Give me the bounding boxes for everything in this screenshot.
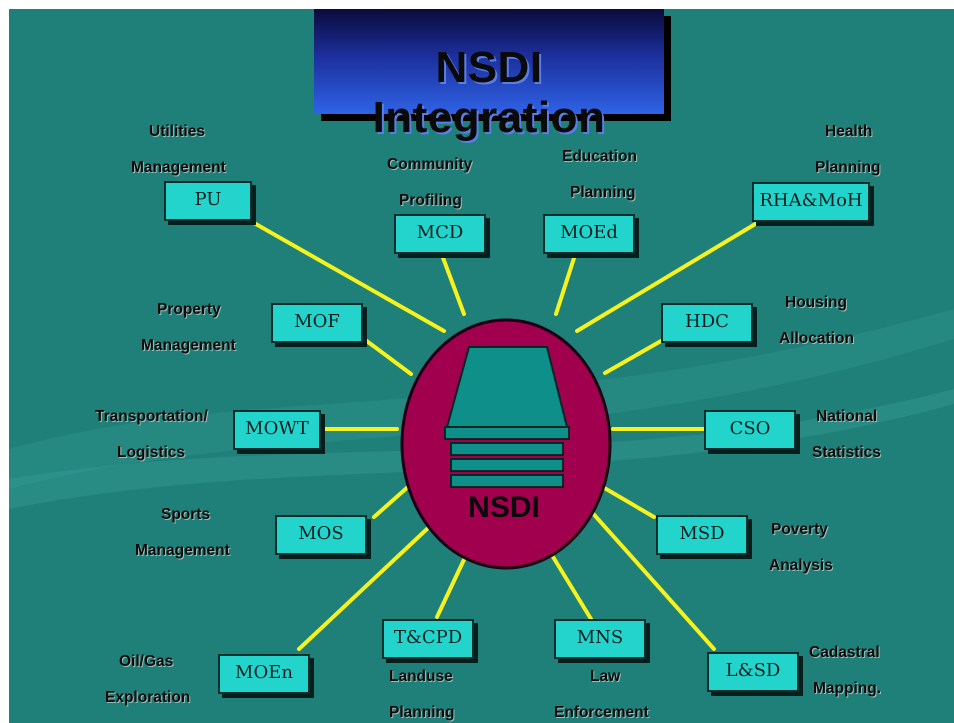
caption-mof: Property Management bbox=[141, 292, 236, 364]
caption-line: Mapping. bbox=[813, 680, 882, 697]
node-msd: MSD bbox=[656, 515, 748, 555]
page-title: NSDI Integration bbox=[372, 43, 606, 142]
node-rha-moh: RHA&MoH bbox=[752, 182, 870, 222]
hub-label: NSDI bbox=[468, 491, 540, 524]
connector-mns bbox=[545, 545, 593, 621]
connector-tcpd bbox=[435, 547, 471, 619]
node-hdc: HDC bbox=[661, 303, 753, 343]
caption-line: Oil/Gas bbox=[119, 653, 174, 670]
caption-hdc: Housing Allocation bbox=[779, 285, 854, 357]
layer-stack-icon bbox=[444, 346, 570, 488]
connector-lines bbox=[252, 221, 759, 651]
caption-line: Management bbox=[141, 337, 236, 354]
caption-line: Housing bbox=[785, 294, 847, 311]
node-pu: PU bbox=[164, 181, 252, 221]
connector-msd bbox=[599, 484, 656, 519]
caption-line: Planning bbox=[389, 704, 455, 721]
caption-mowt: Transportation/ Logistics bbox=[95, 399, 208, 471]
connector-pu bbox=[252, 221, 446, 333]
caption-line: Education bbox=[562, 148, 637, 165]
caption-line: Planning bbox=[815, 159, 881, 176]
caption-line: Statistics bbox=[812, 444, 881, 461]
caption-mns: Law Enforcement bbox=[554, 659, 649, 723]
caption-line: Logistics bbox=[117, 444, 186, 461]
slide: NSDI NSDI Integration PU MCD MOEd RHA&Mo… bbox=[9, 9, 954, 723]
connector-moed bbox=[554, 253, 577, 316]
connector-rha bbox=[575, 221, 759, 333]
caption-line: Law bbox=[590, 668, 621, 685]
caption-tcpd: Landuse Planning bbox=[389, 659, 454, 723]
caption-line: Property bbox=[157, 301, 221, 318]
connector-mof bbox=[362, 337, 413, 376]
caption-line: Allocation bbox=[779, 330, 854, 347]
caption-line: Poverty bbox=[771, 521, 828, 538]
caption-line: National bbox=[816, 408, 878, 425]
caption-line: Community bbox=[387, 156, 473, 173]
caption-line: Profiling bbox=[399, 192, 462, 209]
connector-hdc bbox=[603, 339, 663, 375]
caption-line: Health bbox=[825, 123, 873, 140]
title-banner: NSDI Integration bbox=[314, 9, 664, 142]
node-mof: MOF bbox=[271, 303, 363, 343]
node-moed: MOEd bbox=[543, 214, 635, 254]
caption-line: Landuse bbox=[389, 668, 453, 685]
caption-rha-moh: Health Planning bbox=[815, 114, 880, 186]
caption-line: Sports bbox=[161, 506, 211, 523]
node-tcpd: T&CPD bbox=[382, 619, 474, 659]
connector-mos bbox=[372, 484, 411, 519]
caption-msd: Poverty Analysis bbox=[769, 512, 833, 584]
caption-line: Utilities bbox=[149, 123, 205, 140]
nsdi-hub bbox=[400, 318, 612, 570]
caption-moen: Oil/Gas Exploration bbox=[105, 644, 190, 716]
caption-lsd: Cadastral Mapping. bbox=[809, 635, 881, 707]
node-mos: MOS bbox=[275, 515, 367, 555]
connector-mcd bbox=[440, 253, 466, 316]
node-cso: CSO bbox=[704, 410, 796, 450]
caption-moed: Education Planning bbox=[562, 139, 637, 211]
caption-line: Exploration bbox=[105, 689, 191, 706]
caption-line: Enforcement bbox=[554, 704, 649, 721]
connector-lsd bbox=[587, 507, 716, 651]
caption-line: Cadastral bbox=[809, 644, 880, 661]
caption-line: Management bbox=[135, 542, 230, 559]
node-mns: MNS bbox=[554, 619, 646, 659]
caption-pu: Utilities Management bbox=[131, 114, 226, 186]
caption-line: Planning bbox=[570, 184, 636, 201]
node-mowt: MOWT bbox=[233, 410, 321, 450]
connector-moen bbox=[297, 527, 429, 651]
caption-mcd: Community Profiling bbox=[387, 147, 472, 219]
node-moen: MOEn bbox=[218, 654, 310, 694]
caption-line: Analysis bbox=[769, 557, 833, 574]
node-lsd: L&SD bbox=[707, 652, 799, 692]
caption-mos: Sports Management bbox=[135, 497, 230, 569]
caption-line: Management bbox=[131, 159, 226, 176]
caption-cso: National Statistics bbox=[812, 399, 881, 471]
caption-line: Transportation/ bbox=[95, 408, 208, 425]
node-mcd: MCD bbox=[394, 214, 486, 254]
